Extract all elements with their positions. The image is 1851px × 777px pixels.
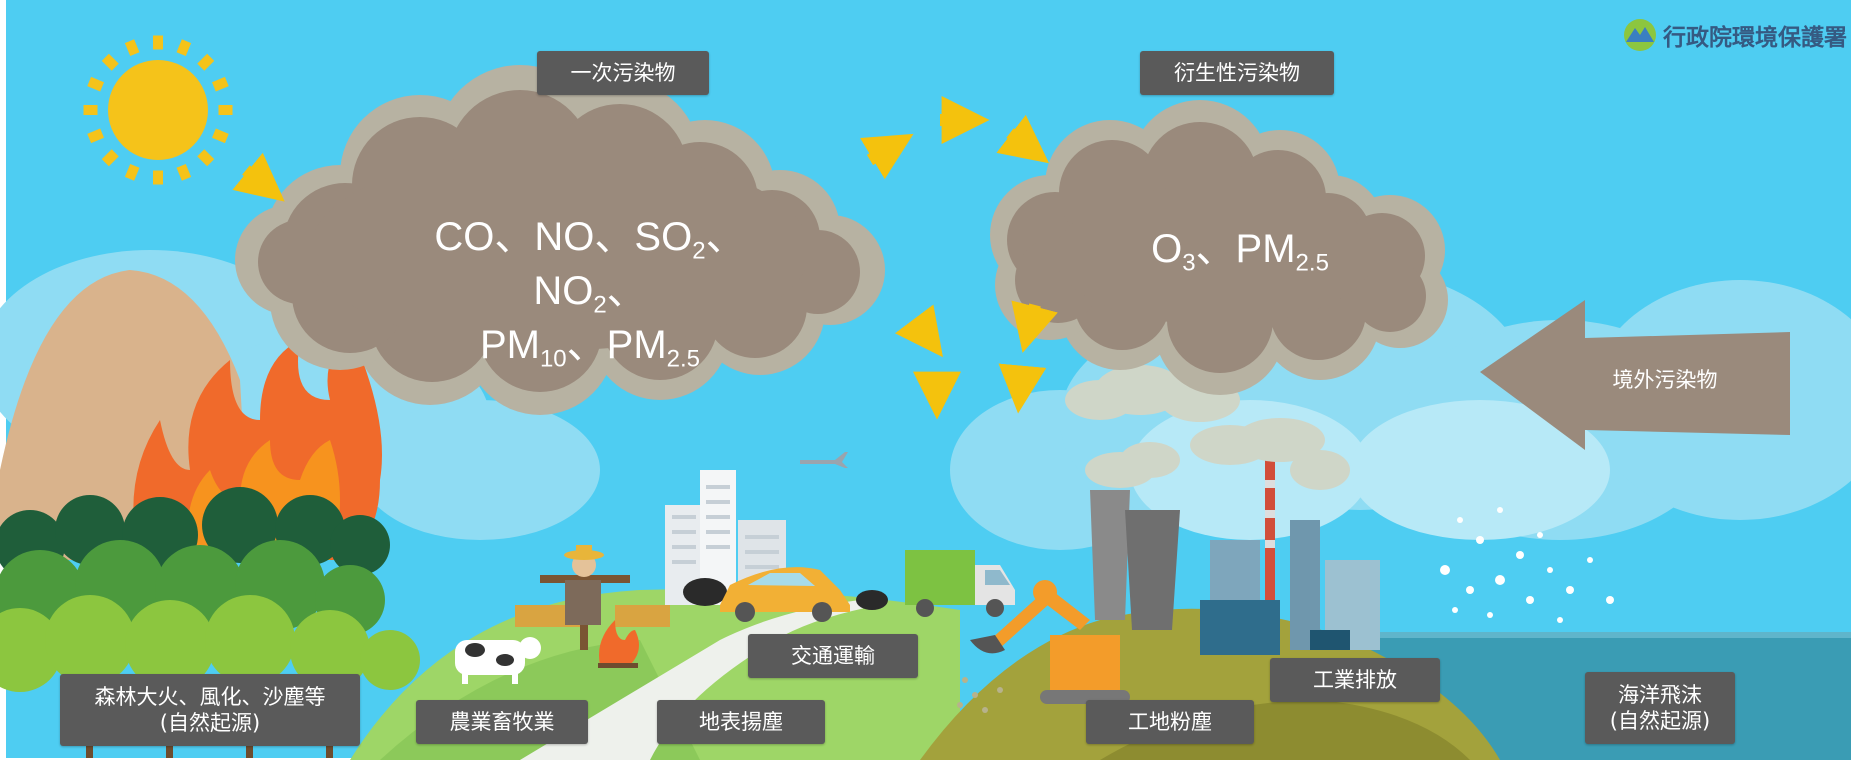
formula-text: 、PM bbox=[1195, 227, 1296, 271]
excavator-icon bbox=[957, 580, 1130, 713]
arrow-up-1 bbox=[860, 133, 914, 180]
construction-dust-label: 工地粉塵 bbox=[1086, 700, 1254, 744]
arrow-down-1 bbox=[894, 304, 943, 358]
logo-text: 行政院環境保護署 bbox=[1663, 25, 1847, 51]
transportation-label: 交通運輸 bbox=[748, 634, 918, 678]
sun-ray bbox=[211, 76, 229, 92]
formula-subscript: 2.5 bbox=[666, 345, 701, 373]
sun-ray bbox=[176, 163, 192, 181]
agriculture-label: 農業畜牧業 bbox=[416, 700, 588, 744]
arrow-down-4 bbox=[998, 363, 1047, 414]
industrial-emission-label: 工業排放 bbox=[1270, 658, 1440, 702]
sun-icon bbox=[83, 35, 233, 185]
sun-ray bbox=[83, 105, 98, 115]
sun-ray bbox=[153, 170, 163, 185]
arrow-down-3 bbox=[1011, 300, 1058, 353]
primary-pollutant-cloud bbox=[235, 65, 885, 415]
secondary-pollutants-label: 衍生性污染物 bbox=[1140, 51, 1334, 95]
primary-formula-line2: PM10、PM2.5 bbox=[380, 318, 800, 372]
sun-ray bbox=[124, 163, 140, 181]
secondary-pollutant-cloud bbox=[990, 100, 1448, 395]
formula-subscript: 3 bbox=[1182, 249, 1196, 277]
arrow-down-right-1 bbox=[996, 114, 1050, 164]
formula-text: 、NO bbox=[533, 215, 746, 313]
mountain-logo-icon bbox=[1624, 19, 1656, 51]
primary-pollutants-label: 一次污染物 bbox=[537, 51, 709, 95]
truck-icon bbox=[856, 550, 1015, 617]
car-icon bbox=[683, 567, 850, 622]
sun-arrow bbox=[232, 152, 285, 202]
sun-ray bbox=[101, 53, 119, 71]
factory-icon bbox=[1090, 450, 1380, 655]
transboundary-arrow bbox=[1480, 300, 1790, 450]
formula-text: PM bbox=[479, 323, 540, 367]
flow-arrows bbox=[232, 96, 1058, 420]
secondary-formula-line1: O3、PM2.5 bbox=[1130, 222, 1350, 276]
primary-formula-line1: CO、NO、SO2、NO2、 bbox=[380, 210, 800, 318]
sun-ray bbox=[218, 105, 233, 115]
airplane-icon bbox=[800, 452, 848, 468]
sun-ray bbox=[101, 149, 119, 167]
sea-spray-label: 海洋飛沫 (自然起源) bbox=[1585, 672, 1735, 744]
epa-logo: 行政院環境保護署 bbox=[1623, 18, 1847, 52]
sun-ray bbox=[87, 76, 105, 92]
formula-subscript: 2.5 bbox=[1295, 249, 1329, 277]
formula-text: 、 bbox=[606, 269, 647, 313]
transboundary-pollutants-label: 境外污染物 bbox=[1612, 368, 1718, 392]
surface-dust-label: 地表揚塵 bbox=[657, 700, 825, 744]
sun-ray bbox=[124, 39, 140, 57]
sun-ray bbox=[211, 128, 229, 144]
formula-subscript: 10 bbox=[539, 345, 567, 373]
sea-spray-icon bbox=[1440, 507, 1614, 623]
cow-icon bbox=[455, 637, 541, 684]
formula-subscript: 2 bbox=[593, 291, 607, 319]
secondary-pollutants-formula: O3、PM2.5 bbox=[1130, 222, 1350, 276]
sun-ray bbox=[197, 149, 215, 167]
formula-text: CO、NO、SO bbox=[434, 215, 693, 259]
scarecrow-icon bbox=[515, 545, 670, 650]
sun-ray bbox=[176, 39, 192, 57]
primary-pollutants-formula: CO、NO、SO2、NO2、 PM10、PM2.5 bbox=[380, 210, 800, 372]
road bbox=[520, 600, 880, 760]
formula-text: 、PM bbox=[566, 323, 667, 367]
smoke-icon bbox=[1065, 365, 1350, 490]
forest-trees-icon bbox=[0, 487, 420, 758]
formula-text: O bbox=[1151, 227, 1183, 271]
sun-ray bbox=[87, 128, 105, 144]
formula-subscript: 2 bbox=[692, 237, 706, 265]
forest-fire-label: 森林大火、風化、沙塵等 (自然起源) bbox=[60, 674, 360, 746]
sun-ray bbox=[153, 35, 163, 50]
campfire-icon bbox=[598, 620, 639, 668]
sun-ray bbox=[197, 53, 215, 71]
